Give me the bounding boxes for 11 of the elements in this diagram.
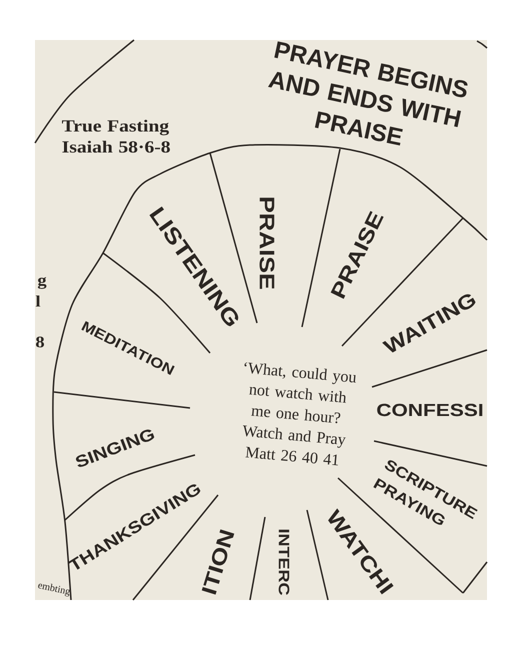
text-fragment: 8 bbox=[36, 336, 44, 348]
segment-label: ITION bbox=[202, 529, 234, 595]
segment-label: INTERC bbox=[278, 530, 290, 596]
text-fragment: g bbox=[38, 277, 46, 289]
text-fragment: embting bbox=[38, 584, 70, 596]
segment-label: CONFESSI bbox=[377, 404, 482, 416]
segment-label: PRAISE bbox=[260, 198, 274, 289]
title: PRAYER BEGINS AND ENDS WITH PRAISE bbox=[268, 41, 468, 146]
scripture-reference: True Fasting Isaiah 58·6-8 bbox=[62, 120, 170, 153]
hub-quote: ‘What, could you not watch with me one hour? Watch and Pray Matt 26 40 41 bbox=[243, 362, 356, 466]
text-fragment: l bbox=[36, 295, 40, 307]
